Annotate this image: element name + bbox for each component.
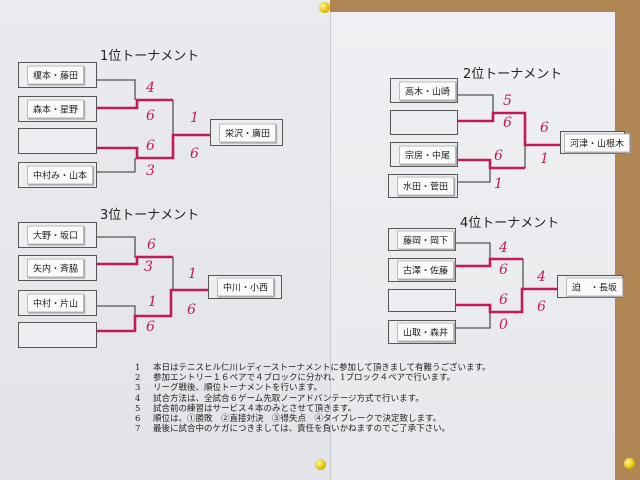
finalist-label: 中川・小西 [217,277,275,297]
entry-box: 古澤・佐藤 [388,258,456,282]
entry-box: 矢内・斉脇 [18,255,97,281]
final-box: 栄沢・廣田 [210,119,283,146]
team-label: 藤岡・岡下 [397,230,455,249]
final-box: 河津・山根木 [560,131,631,154]
entry-box: 宗房・中尾 [390,142,458,167]
final-box: 中川・小西 [208,275,282,299]
score: 6 [494,148,503,164]
pushpin-icon [319,2,330,13]
entry-box-empty [390,110,458,135]
score: 1 [540,151,549,167]
entry-box-empty [18,128,97,154]
team-label: 山取・森井 [397,322,455,342]
score: 6 [499,262,508,278]
finalist-label: 河津・山根木 [564,133,631,152]
score: 3 [146,163,155,179]
entry-box: 大野・坂口 [18,222,97,248]
score: 6 [146,138,155,154]
tournament-title: 3位トーナメント [100,208,200,223]
tournament-title: 4位トーナメント [460,216,560,231]
entry-box-empty [388,289,456,312]
score: 1 [148,294,157,310]
team-label: 高木・山崎 [399,81,457,100]
score: 1 [494,176,503,192]
score: 5 [503,93,512,109]
team-label: 矢内・斉脇 [27,258,85,278]
score: 1 [190,110,199,126]
score: 6 [537,299,546,315]
team-label: 森本・星野 [27,99,85,119]
winner-lines [97,98,560,333]
pushpin-icon [624,458,635,469]
score: 6 [146,108,155,124]
entry-box: 藤岡・岡下 [388,228,456,251]
score: 1 [188,266,197,282]
team-label: 榎本・藤田 [27,65,85,85]
tournament-title: 2位トーナメント [463,67,563,82]
tournament-title: 1位トーナメント [100,49,200,64]
score: 6 [499,292,508,308]
score: 6 [187,302,196,318]
pushpin-icon [315,459,326,470]
team-label: 水田・菅田 [397,176,455,196]
entry-box-empty [18,322,97,348]
entry-box: 中村み・山本 [18,162,97,188]
entry-box: 中村・片山 [18,290,97,316]
team-label: 古澤・佐藤 [397,260,455,280]
team-label: 中村み・山本 [27,165,94,185]
score: 4 [146,80,155,96]
score: 6 [147,237,156,253]
entry-box: 榎本・藤田 [18,62,97,88]
loser-lines [97,79,526,329]
final-box: 迫 ・長坂 [557,275,624,298]
finalist-label: 栄沢・廣田 [219,123,277,142]
team-label: 大野・坂口 [27,225,85,245]
score: 6 [540,120,549,136]
entry-box: 高木・山崎 [390,78,458,103]
team-label: 宗房・中尾 [399,145,457,164]
entry-box: 水田・菅田 [388,174,458,198]
entry-box: 山取・森井 [388,320,456,344]
score: 6 [503,115,512,131]
paper-right [330,12,615,480]
entry-box: 森本・星野 [18,96,97,122]
finalist-label: 迫 ・長坂 [566,277,624,296]
score: 4 [537,269,546,285]
score: 3 [144,259,153,275]
score: 6 [146,319,155,335]
team-label: 中村・片山 [27,293,85,313]
score: 0 [499,317,508,333]
score: 6 [190,146,199,162]
score: 4 [499,240,508,256]
